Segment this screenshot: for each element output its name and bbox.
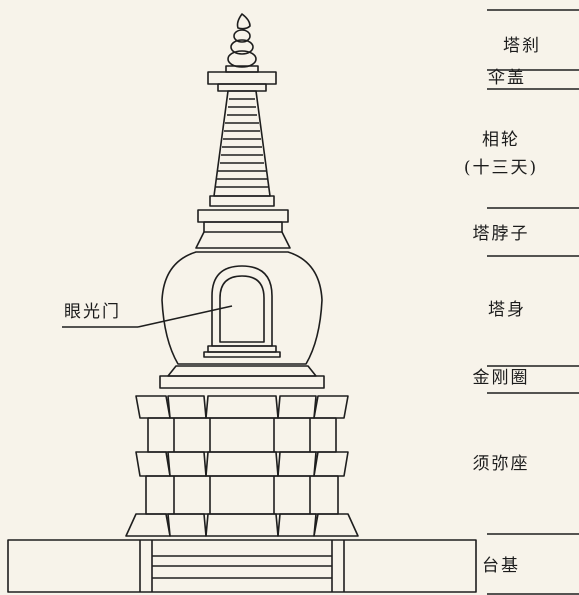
section-scale <box>487 9 579 595</box>
eye-gate-leader <box>137 305 233 328</box>
rings-shape <box>209 90 275 207</box>
label-body: 塔身 <box>488 300 526 320</box>
label-rings-note: (十三天) <box>463 158 539 178</box>
label-canopy: 伞盖 <box>488 68 526 88</box>
label-sumeru-base: 须弥座 <box>472 454 530 474</box>
finial-shape <box>225 13 259 73</box>
label-vajra-ring: 金刚圈 <box>472 368 530 388</box>
canopy-shape <box>207 71 277 92</box>
dome-shape <box>161 251 323 365</box>
label-neck: 塔脖子 <box>472 224 530 244</box>
vajra-ring-shape <box>159 365 325 389</box>
label-finial: 塔刹 <box>503 36 541 56</box>
neck-shape <box>195 209 291 249</box>
sumeru-base-shape <box>125 395 359 537</box>
label-rings: 相轮 <box>482 130 520 150</box>
label-eye-gate: 眼光门 <box>64 302 121 322</box>
platform-shape <box>7 539 477 593</box>
label-platform: 台基 <box>482 556 520 576</box>
eye-gate-outer <box>211 265 273 347</box>
eye-gate-inner <box>219 275 265 343</box>
